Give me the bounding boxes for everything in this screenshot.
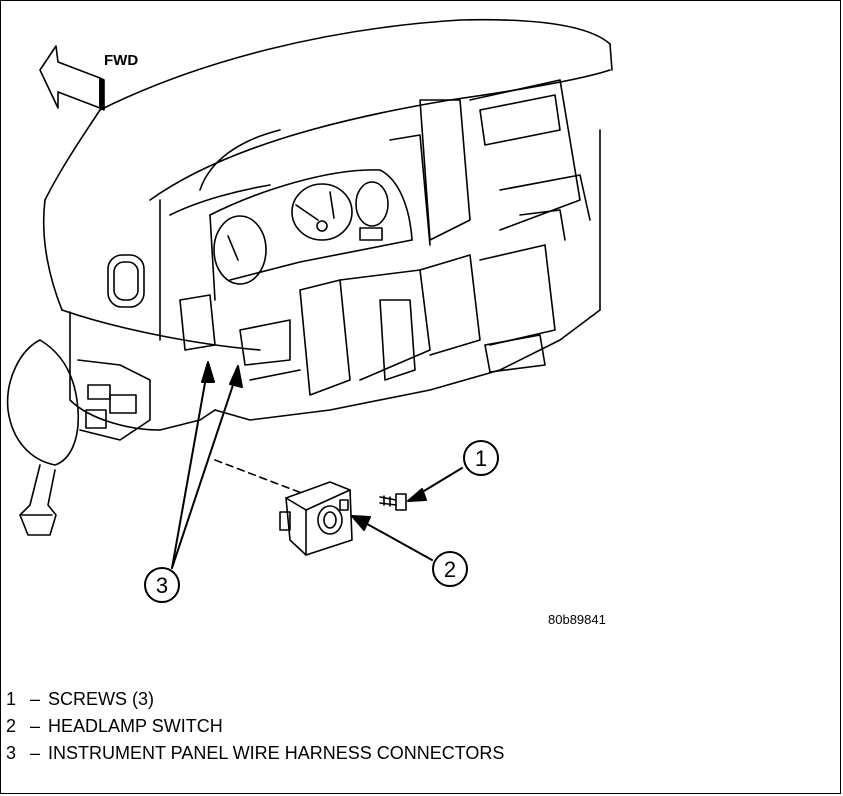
callout-2: 2 bbox=[432, 551, 468, 587]
legend-text: INSTRUMENT PANEL WIRE HARNESS CONNECTORS bbox=[48, 743, 505, 763]
instrument-panel-diagram: FWD bbox=[6, 18, 613, 603]
callout-3-leaders bbox=[171, 361, 243, 569]
callout-3-number: 3 bbox=[156, 573, 168, 598]
callout-1-number: 1 bbox=[475, 446, 487, 471]
legend-number: 3 bbox=[6, 743, 17, 763]
legend-item: 3–INSTRUMENT PANEL WIRE HARNESS CONNECTO… bbox=[6, 740, 504, 767]
callout-3: 3 bbox=[144, 567, 180, 603]
screw-icon bbox=[379, 493, 407, 511]
legend-number: 2 bbox=[6, 716, 17, 736]
panel-end-cap bbox=[6, 339, 151, 536]
callout-2-number: 2 bbox=[444, 557, 456, 582]
legend-number: 1 bbox=[6, 689, 17, 709]
legend: 1–SCREWS (3) 2–HEADLAMP SWITCH 3–INSTRUM… bbox=[6, 686, 504, 767]
legend-dash: – bbox=[29, 716, 40, 736]
forward-arrow-icon bbox=[39, 45, 105, 111]
left-air-vent bbox=[107, 254, 145, 308]
callout-1: 1 bbox=[463, 440, 499, 476]
legend-text: SCREWS (3) bbox=[48, 689, 155, 709]
figure-id: 80b89841 bbox=[548, 612, 606, 627]
legend-dash: – bbox=[29, 743, 40, 763]
legend-item: 1–SCREWS (3) bbox=[6, 686, 504, 713]
legend-item: 2–HEADLAMP SWITCH bbox=[6, 713, 504, 740]
legend-dash: – bbox=[29, 689, 40, 709]
callout-1-leader bbox=[407, 467, 463, 502]
legend-text: HEADLAMP SWITCH bbox=[48, 716, 223, 736]
fwd-label: FWD bbox=[104, 52, 138, 69]
callout-2-leader bbox=[351, 515, 433, 561]
alignment-line bbox=[214, 459, 321, 501]
dash-frame-structure bbox=[179, 79, 591, 396]
instrument-panel-face bbox=[61, 129, 601, 431]
instrument-cluster bbox=[209, 169, 413, 301]
headlamp-switch bbox=[279, 481, 353, 556]
